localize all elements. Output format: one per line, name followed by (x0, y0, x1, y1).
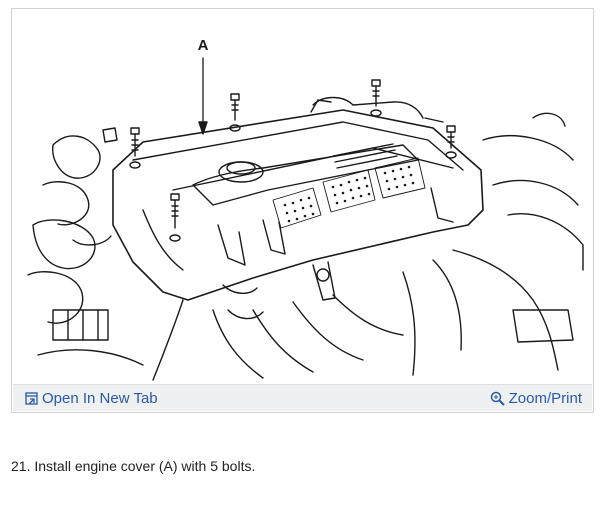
upper-hoses (310, 96, 444, 123)
callout-label: A (198, 37, 209, 54)
external-window-icon (25, 391, 38, 405)
bolt-5 (446, 125, 456, 149)
open-new-tab-button[interactable]: Open In New Tab (25, 388, 158, 408)
figure-frame: A Open In New Tab Zoom/Print (11, 8, 594, 413)
bolt-3 (230, 93, 240, 121)
image-toolbar: Open In New Tab Zoom/Print (13, 384, 592, 411)
bolt-2 (170, 193, 180, 229)
open-new-tab-label: Open In New Tab (42, 389, 158, 407)
intake-runners (152, 261, 404, 381)
bolt-group (130, 79, 456, 229)
bolt-1 (130, 127, 140, 157)
engine-cover-drawing: A (27, 37, 584, 381)
zoom-print-button[interactable]: Zoom/Print (490, 388, 582, 408)
step-instruction: 21. Install engine cover (A) with 5 bolt… (11, 458, 256, 474)
engine-bay-left (27, 127, 144, 366)
callout-arrow (198, 57, 208, 135)
engine-cover-diagram: A (13, 10, 592, 385)
bolt-4 (371, 79, 381, 107)
engine-cover (112, 109, 484, 301)
engine-bay-right (402, 112, 584, 376)
magnifier-icon (490, 391, 505, 406)
zoom-print-label: Zoom/Print (508, 389, 582, 407)
